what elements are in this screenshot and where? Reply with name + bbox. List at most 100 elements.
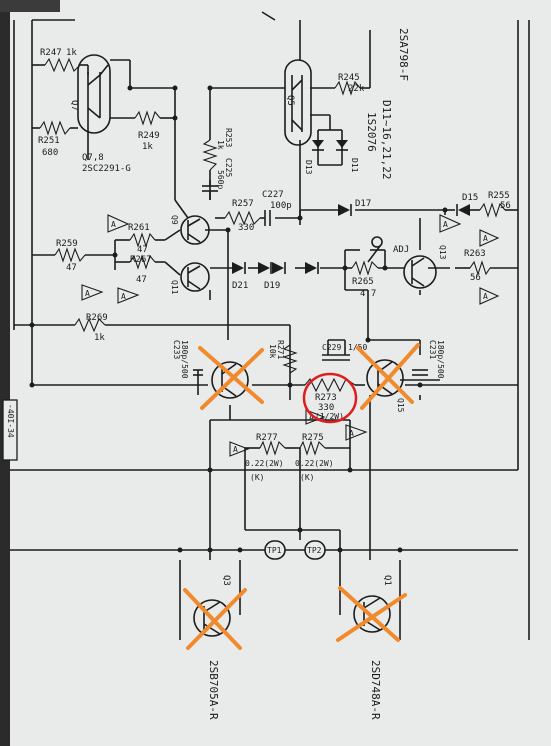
label-r269: R269 <box>86 313 108 323</box>
label-q7: Q7 <box>69 100 79 111</box>
side-label-box <box>2 399 18 461</box>
label-d11: D11 <box>350 158 359 173</box>
label-c233-value: 180p/500 <box>180 340 189 379</box>
label-top-part: 2SA798-F <box>397 28 410 81</box>
label-r271: R271 <box>276 340 285 359</box>
label-q15: Q15 <box>396 398 405 413</box>
transistor-q5 <box>284 59 312 146</box>
label-r247: R247 <box>40 48 62 58</box>
label-q78-part: 2SC2291-G <box>82 164 131 174</box>
transistor-q11 <box>180 262 210 292</box>
dark-corner <box>0 0 60 12</box>
label-q3: Q3 <box>221 575 231 586</box>
diode-d19c <box>305 262 317 274</box>
label-c233: C233 <box>172 340 181 359</box>
resistor-r261 <box>129 232 156 248</box>
label-r271-value: 10k <box>268 344 277 359</box>
label-r251-value: 680 <box>42 148 58 158</box>
label-diode-set: D11~16,21,22 <box>380 100 393 179</box>
label-r249-value: 1k <box>142 142 153 152</box>
label-d13: D13 <box>304 160 313 175</box>
diodes <box>232 140 470 274</box>
label-tp2: TP2 <box>307 546 322 555</box>
svg-text:A: A <box>443 220 448 229</box>
resistor-r253 <box>202 139 218 171</box>
resistor-r249 <box>134 110 161 126</box>
resistor-r265 <box>351 260 379 276</box>
label-r249: R249 <box>138 131 160 141</box>
label-r255: R255 <box>488 191 510 201</box>
resistor-r271 <box>282 344 298 374</box>
label-q1: Q1 <box>382 575 392 586</box>
label-r255-value: 56 <box>500 201 511 211</box>
test-points <box>264 540 326 560</box>
label-c227-value: 100p <box>270 201 292 211</box>
transistors <box>77 54 437 637</box>
capacitor-c225 <box>202 180 218 200</box>
label-c231-value: 180p/500 <box>436 340 445 379</box>
resistor-r247 <box>44 57 81 73</box>
label-d17: D17 <box>355 199 371 209</box>
label-r261-value: 47 <box>137 245 148 255</box>
diode-d13 <box>312 140 324 148</box>
label-r265-value: 4.7 <box>360 289 376 299</box>
resistor-r257 <box>224 210 261 226</box>
label-d15: D15 <box>462 193 478 203</box>
label-side: -40I-34 <box>6 404 15 438</box>
label-r253: R253 <box>224 128 233 147</box>
resistor-r255 <box>479 202 506 218</box>
resistors <box>39 57 506 456</box>
label-q78: Q7,8 <box>82 153 104 163</box>
label-r245: R245 <box>338 73 360 83</box>
diode-d17 <box>338 204 350 216</box>
label-r245-value: 22k <box>348 84 365 94</box>
label-q9: Q9 <box>170 215 179 225</box>
diode-d21 <box>232 262 244 274</box>
label-r263-value: 56 <box>470 273 481 283</box>
label-r273-power: (1/2W) <box>315 412 344 421</box>
label-c227: C227 <box>262 190 284 200</box>
label-diode-part: 1S2076 <box>365 112 378 152</box>
label-r253-value: 1k <box>216 140 225 150</box>
label-r257: R257 <box>232 199 254 209</box>
label-r259: R259 <box>56 239 78 249</box>
diode-d19b <box>272 262 284 274</box>
resistor-r245 <box>334 80 361 96</box>
capacitor-c227 <box>264 210 271 226</box>
svg-text:A: A <box>483 234 488 243</box>
transistor-q9 <box>180 215 210 245</box>
resistor-r263 <box>469 260 491 276</box>
svg-text:A: A <box>121 292 126 301</box>
label-q5: Q5 <box>285 95 295 106</box>
label-q11: Q11 <box>170 280 179 295</box>
label-r259-value: 47 <box>66 263 77 273</box>
label-r269-value: 1k <box>94 333 105 343</box>
label-c225: C225 <box>224 158 233 177</box>
adj-trimmer <box>367 236 383 263</box>
label-r247-value: 1k <box>66 48 77 58</box>
dark-border-left <box>0 0 10 746</box>
label-q3-part: 2SB705A-R <box>207 660 220 720</box>
resistor-r275 <box>299 440 326 456</box>
triangle-marker-letters: A A A A A A A A A <box>85 220 488 454</box>
label-r275: R275 <box>302 433 324 443</box>
label-c225-value: 560p <box>216 170 225 189</box>
label-r277-k: (K) <box>250 473 264 482</box>
label-tp1: TP1 <box>267 546 282 555</box>
label-d21: D21 <box>232 281 248 291</box>
capacitor-c229 <box>322 354 350 361</box>
resistor-r267 <box>129 254 156 270</box>
label-c229: C229 <box>322 343 341 352</box>
label-r273: R273 <box>315 393 337 403</box>
transistor-q13 <box>403 255 437 289</box>
label-c231: C231 <box>428 340 437 359</box>
label-r263: R263 <box>464 249 486 259</box>
diode-d15 <box>458 204 470 216</box>
svg-text:A: A <box>233 445 238 454</box>
transistor-q17 <box>211 361 249 399</box>
diode-d11 <box>336 140 348 148</box>
svg-text:A: A <box>349 429 354 438</box>
capacitor-c231 <box>412 369 428 376</box>
